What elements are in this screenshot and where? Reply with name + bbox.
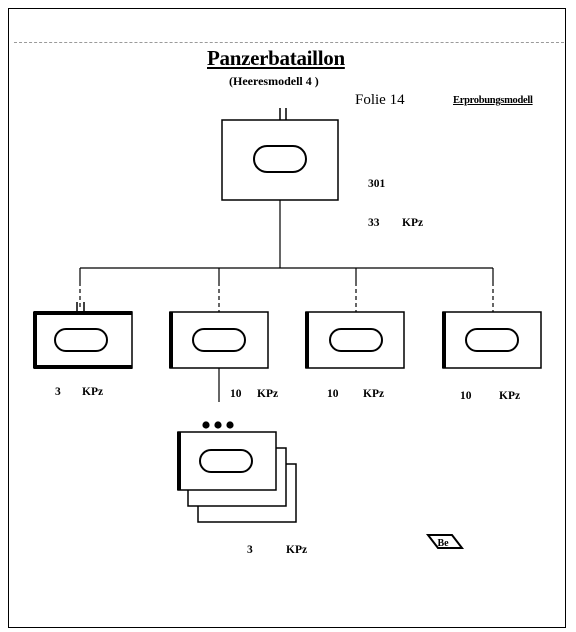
company-symbol-2: [169, 311, 269, 369]
unit-4-count: 10: [460, 390, 472, 402]
unit-3-unit: KPz: [363, 388, 385, 400]
unit-4-unit: KPz: [499, 390, 521, 402]
company-symbol-3: [305, 311, 405, 369]
platoon-unit: KPz: [286, 544, 308, 556]
unit-2-unit: KPz: [257, 388, 279, 400]
page-subtitle: (Heeresmodell 4 ): [229, 74, 319, 88]
platoon-count: 3: [247, 544, 253, 556]
stamp-symbol: Be: [425, 534, 465, 549]
unit-3-count: 10: [327, 388, 339, 400]
hq-kpz-count: 33: [368, 217, 380, 229]
stamp-text: Be: [437, 538, 449, 549]
model-label: Erprobungsmodell: [453, 95, 533, 106]
hq-number: 301: [368, 178, 386, 190]
hq-kpz-unit: KPz: [402, 217, 424, 229]
page-frame: [8, 8, 566, 628]
battalion-hq-symbol: [221, 108, 339, 201]
unit-1-count: 3: [55, 386, 61, 398]
page-title: Panzerbataillon: [207, 46, 345, 70]
unit-2-count: 10: [230, 388, 242, 400]
scan-line: [14, 42, 564, 43]
company-symbol-1: [33, 302, 133, 369]
platoon-stack-symbol: [177, 421, 297, 523]
slide-number: Folie 14: [355, 92, 405, 108]
dashed-drops: [79, 282, 494, 312]
company-symbol-4: [442, 311, 542, 369]
connector-lines: [79, 200, 494, 402]
unit-1-unit: KPz: [82, 386, 104, 398]
